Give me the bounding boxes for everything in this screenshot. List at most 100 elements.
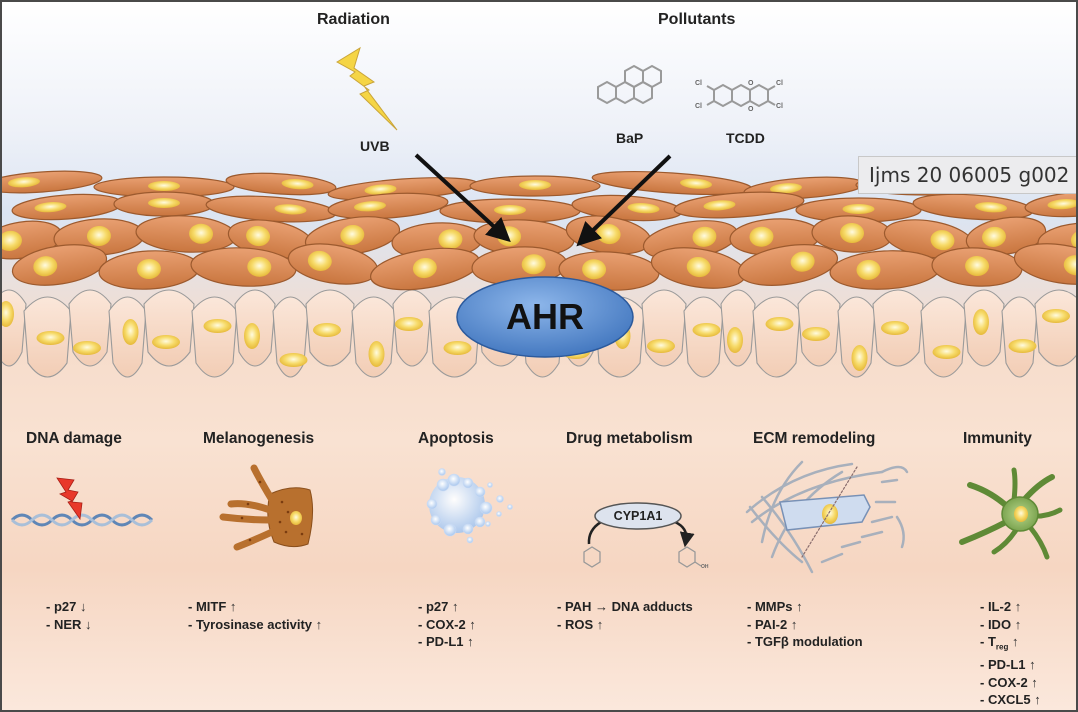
keratinocyte: [369, 247, 481, 291]
cyp1a1-reaction-icon: [583, 502, 702, 568]
hydroxyl-group-label: OH: [701, 564, 709, 570]
effect-item: - Tyrosinase activity ↑: [188, 616, 323, 632]
effect-item: - PAH → DNA adducts: [557, 599, 693, 614]
keratinocyte: [439, 198, 581, 224]
cell-nucleus: [582, 259, 607, 280]
cell-nucleus: [1063, 255, 1076, 276]
basal-cell: [1034, 289, 1076, 367]
keratinocyte: [135, 215, 237, 253]
uvb-lightning-icon: [336, 46, 398, 131]
effect-title-apoptosis: Apoptosis: [418, 430, 494, 447]
keratinocyte: [2, 170, 103, 194]
basal-cell: [143, 289, 195, 367]
keratinocyte: [1024, 190, 1076, 218]
effect-item: - MITF ↑: [188, 599, 237, 614]
ahr-receptor-shape: [456, 276, 634, 358]
keratinocyte: [673, 191, 805, 219]
cell-nucleus: [203, 319, 232, 333]
keratinocyte: [225, 172, 337, 196]
effect-title-dna-damage: DNA damage: [26, 430, 122, 447]
keratinocyte: [912, 193, 1034, 221]
keratinocyte: [811, 215, 893, 253]
effect-item: - NER ↓: [46, 616, 92, 632]
effect-item: - PAI-2 ↑: [747, 616, 798, 632]
cell-nucleus: [975, 202, 1007, 213]
keratinocyte: [327, 192, 449, 220]
uvb-arrow: [414, 153, 511, 243]
keratinocyte: [883, 219, 975, 259]
effect-item: - PD-L1 ↑: [418, 634, 474, 649]
cell-nucleus: [148, 181, 180, 191]
cell-nucleus: [246, 225, 271, 247]
tcdd-cl-label: Cl: [776, 103, 783, 110]
cell-nucleus: [692, 323, 721, 337]
cell-nucleus: [647, 339, 675, 353]
effect-title-melanogenesis: Melanogenesis: [203, 430, 315, 447]
effect-item: - COX-2 ↑: [980, 674, 1038, 690]
cell-nucleus: [790, 251, 815, 272]
cell-nucleus: [279, 353, 308, 367]
effect-item: - IL-2 ↑: [980, 599, 1022, 614]
cell-nucleus: [244, 323, 260, 349]
cell-nucleus: [770, 183, 802, 194]
keratinocyte: [591, 170, 753, 196]
cell-nucleus: [973, 309, 989, 335]
dendritic-cell-icon: [959, 467, 1063, 560]
cell-nucleus: [86, 225, 111, 247]
effect-item: - Treg ↑: [980, 634, 1019, 652]
cell-nucleus: [765, 317, 794, 331]
effect-list-apoptosis: - p27 ↑ - COX-2 ↑ - PD-L1 ↑: [418, 598, 476, 651]
tcdd-molecule-icon: [706, 83, 776, 108]
cell-nucleus: [274, 204, 307, 215]
cell-nucleus: [340, 224, 365, 246]
cell-nucleus: [692, 226, 717, 247]
basal-cell: [920, 296, 967, 378]
cell-nucleus: [1008, 339, 1037, 353]
radiation-label: Radiation: [317, 11, 390, 28]
effect-item: - MMPs ↑: [747, 599, 803, 614]
tcdd-cl-label: Cl: [695, 80, 702, 87]
cell-nucleus: [727, 327, 743, 353]
tcdd-oxygen-label: O: [748, 80, 754, 87]
keratinocyte: [190, 247, 297, 287]
bap-label: BaP: [616, 130, 644, 146]
basal-cell: [683, 296, 724, 378]
keratinocyte: [287, 243, 379, 285]
cell-nucleus: [8, 177, 40, 188]
keratinocyte: [11, 193, 123, 221]
effect-title-drug-metabolism: Drug metabolism: [566, 430, 693, 447]
keratinocyte: [737, 244, 839, 286]
keratinocyte: [98, 250, 200, 290]
cell-nucleus: [856, 259, 881, 280]
effect-list-ecm-remodeling: - MMPs ↑ - PAI-2 ↑ - TGFβ modulation: [747, 598, 863, 651]
effect-list-drug-metabolism: - PAH → DNA adducts - ROS ↑: [557, 598, 693, 633]
cell-nucleus: [368, 341, 385, 367]
cell-nucleus: [36, 331, 65, 345]
cell-nucleus: [152, 335, 180, 349]
cell-nucleus: [881, 321, 909, 335]
cell-nucleus: [364, 184, 397, 195]
tcdd-cl-label: Cl: [695, 103, 702, 110]
keratinocyte-layer: [2, 170, 1076, 291]
uvb-label: UVB: [360, 138, 390, 154]
basal-cell: [641, 289, 687, 367]
cell-nucleus: [281, 179, 314, 190]
cell-nucleus: [982, 226, 1006, 247]
cell-nucleus: [627, 203, 660, 214]
effect-item: - p27 ↑: [418, 599, 459, 614]
cell-nucleus: [802, 327, 830, 341]
cell-nucleus: [521, 254, 546, 275]
cell-nucleus: [2, 301, 14, 327]
cell-nucleus: [33, 256, 58, 277]
cell-nucleus: [395, 317, 423, 331]
cyp1a1-label: CYP1A1: [613, 509, 663, 523]
bap-molecule-icon: [597, 64, 662, 105]
basal-cell: [752, 296, 801, 378]
keratinocyte: [469, 175, 601, 197]
cell-nucleus: [443, 341, 472, 355]
cell-nucleus: [73, 341, 101, 355]
effect-list-melanogenesis: - MITF ↑ - Tyrosinase activity ↑: [188, 598, 322, 633]
cell-nucleus: [354, 201, 386, 212]
melanocyte-icon: [219, 464, 314, 551]
